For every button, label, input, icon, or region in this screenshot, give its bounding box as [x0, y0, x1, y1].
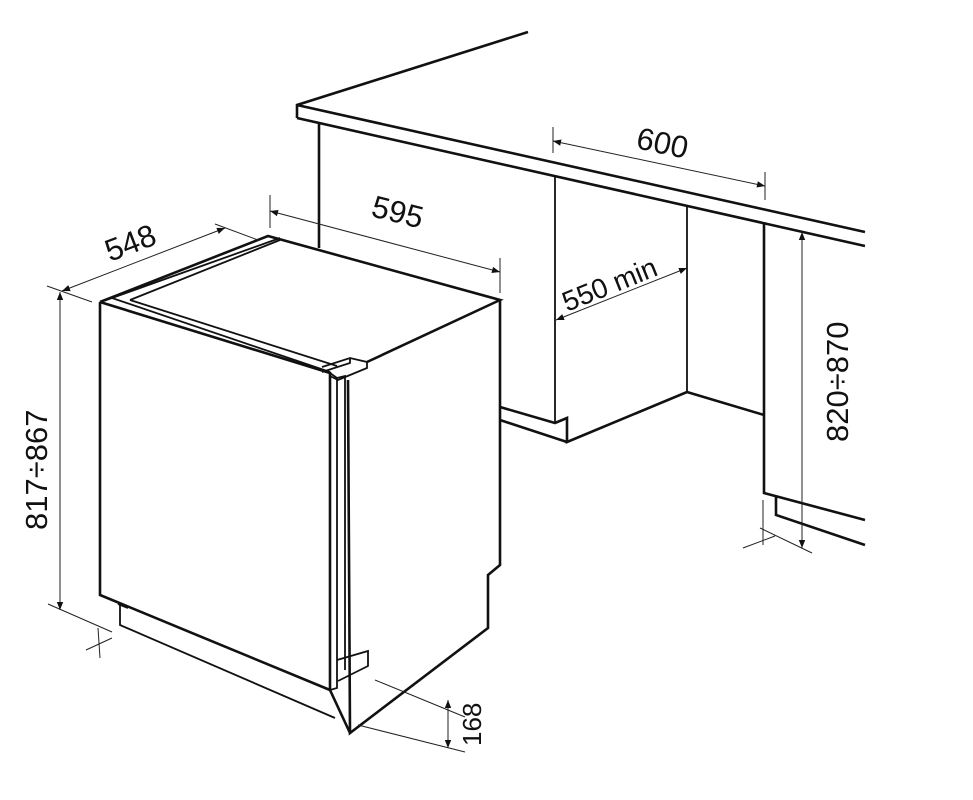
label-plinth-height: 168 [457, 703, 487, 746]
plinth [117, 603, 336, 719]
label-appliance-height: 817÷867 [19, 410, 54, 530]
top-hinge-bracket [321, 357, 368, 381]
base-edge [328, 689, 352, 734]
dishwasher [98, 234, 504, 736]
door-frame-strip [329, 372, 346, 691]
niche-floor [499, 390, 765, 444]
label-niche-depth: 550 min [558, 252, 662, 318]
label-niche-width: 600 [634, 121, 692, 166]
dishwasher-side [346, 300, 502, 736]
dishwasher-top [99, 234, 504, 364]
dimension-lines [46, 127, 813, 753]
label-appliance-depth: 548 [100, 217, 161, 268]
label-niche-height: 820÷870 [820, 322, 855, 442]
bottom-hinge-bracket [336, 649, 369, 682]
right-cabinet-wall [762, 222, 866, 547]
label-appliance-width: 595 [368, 189, 427, 235]
